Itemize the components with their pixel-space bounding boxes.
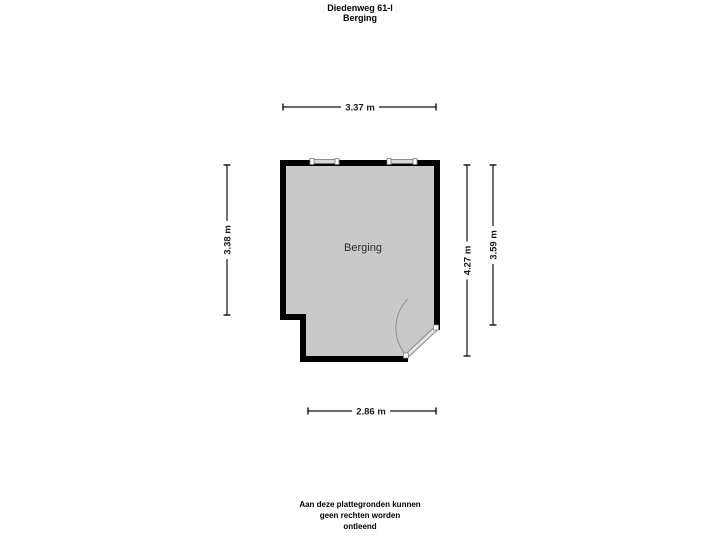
wall-step-horizontal bbox=[280, 314, 306, 320]
wall-left bbox=[280, 160, 286, 320]
dimension-right-outer: 3.59 m bbox=[486, 164, 500, 326]
disclaimer: Aan deze plattegronden kunnen geen recht… bbox=[0, 499, 720, 532]
disclaimer-line: Aan deze plattegronden kunnen bbox=[299, 500, 421, 509]
dimension-bottom-label: 2.86 m bbox=[356, 407, 386, 418]
disclaimer-line: geen rechten worden bbox=[319, 511, 401, 520]
plan-title-room: Berging bbox=[342, 13, 377, 23]
wall-step-vertical bbox=[300, 314, 306, 362]
dimension-right-inner-label: 4.27 m bbox=[463, 246, 474, 276]
window-icon bbox=[386, 158, 418, 165]
door-swing-icon bbox=[395, 298, 439, 359]
window-icon bbox=[309, 158, 340, 165]
wall-bottom bbox=[300, 356, 408, 362]
room-floor bbox=[283, 163, 437, 357]
dimension-top-label: 3.37 m bbox=[345, 103, 375, 114]
wall-right bbox=[434, 160, 440, 330]
room-label: Berging bbox=[344, 242, 382, 254]
plan-title: Diedenweg 61-I Berging bbox=[0, 3, 720, 23]
dimension-right-inner: 4.27 m bbox=[460, 164, 474, 357]
dimension-top: 3.37 m bbox=[282, 100, 437, 114]
plan-title-address: Diedenweg 61-I bbox=[327, 3, 393, 13]
disclaimer-line: ontleend bbox=[343, 522, 377, 531]
dimension-bottom: 2.86 m bbox=[307, 404, 437, 418]
wall-top bbox=[280, 160, 440, 166]
dimension-left: 3.38 m bbox=[220, 164, 234, 316]
dimension-left-label: 3.38 m bbox=[223, 225, 234, 255]
dimension-right-outer-label: 3.59 m bbox=[489, 230, 500, 260]
